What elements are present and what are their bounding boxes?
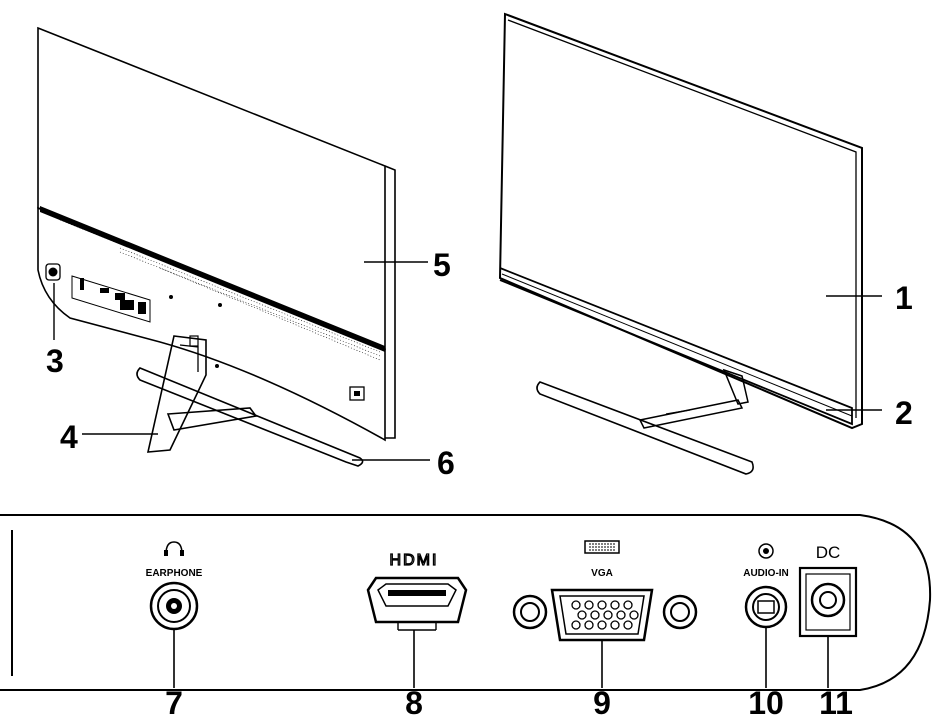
dc-label: DC [816,543,841,562]
vent-grille [59,219,381,361]
callout-11: 11 [819,685,853,718]
vent-band [40,206,385,352]
vga-port-icon [584,540,620,554]
dc-port: DC [798,543,858,638]
hdmi-port: HDMI [366,551,468,631]
callout-4: 4 [60,419,78,455]
callout-2: 2 [895,395,913,431]
audio-jack-icon [758,543,774,559]
callout-7: 7 [165,685,183,718]
earphone-port: EARPHONE [146,541,203,631]
port-panel: EARPHONE HDMI VGA [0,514,932,691]
callout-5: 5 [433,247,451,283]
monitor-back-view [37,26,430,467]
callout-3: 3 [46,343,64,379]
callout-8: 8 [405,685,423,718]
callout-1: 1 [895,280,913,316]
earphone-label: EARPHONE [146,568,203,579]
vga-pins [571,600,639,630]
vga-label: VGA [591,568,613,579]
callout-9: 9 [593,685,611,718]
headphone-icon [165,541,183,555]
kensington-lock-icon [349,386,365,401]
callout-6: 6 [437,445,455,481]
callout-10: 10 [748,685,784,718]
audio-in-port: AUDIO-IN [743,543,789,629]
audio-in-label: AUDIO-IN [743,568,789,579]
rear-earphone-jack [45,263,61,281]
rear-io-ports [71,275,151,323]
vga-port: VGA [512,540,698,642]
hdmi-logo: HDMI [390,552,439,569]
monitor-front-view [498,12,882,475]
